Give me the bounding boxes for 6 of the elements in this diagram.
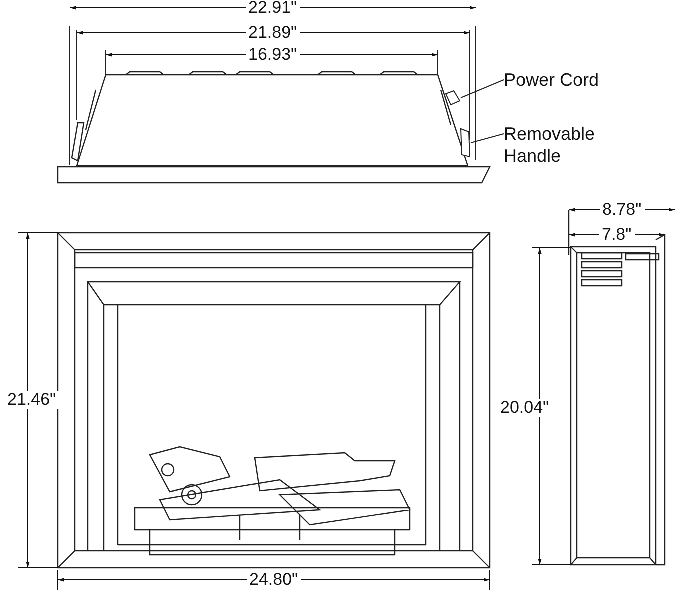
power-cord-plug: [445, 90, 461, 106]
leader-line: [460, 80, 504, 98]
handle-part: [459, 128, 471, 158]
leader-line: [470, 134, 504, 144]
callout-label: Power Cord: [504, 69, 614, 91]
callout-label: Removable Handle: [504, 123, 614, 167]
